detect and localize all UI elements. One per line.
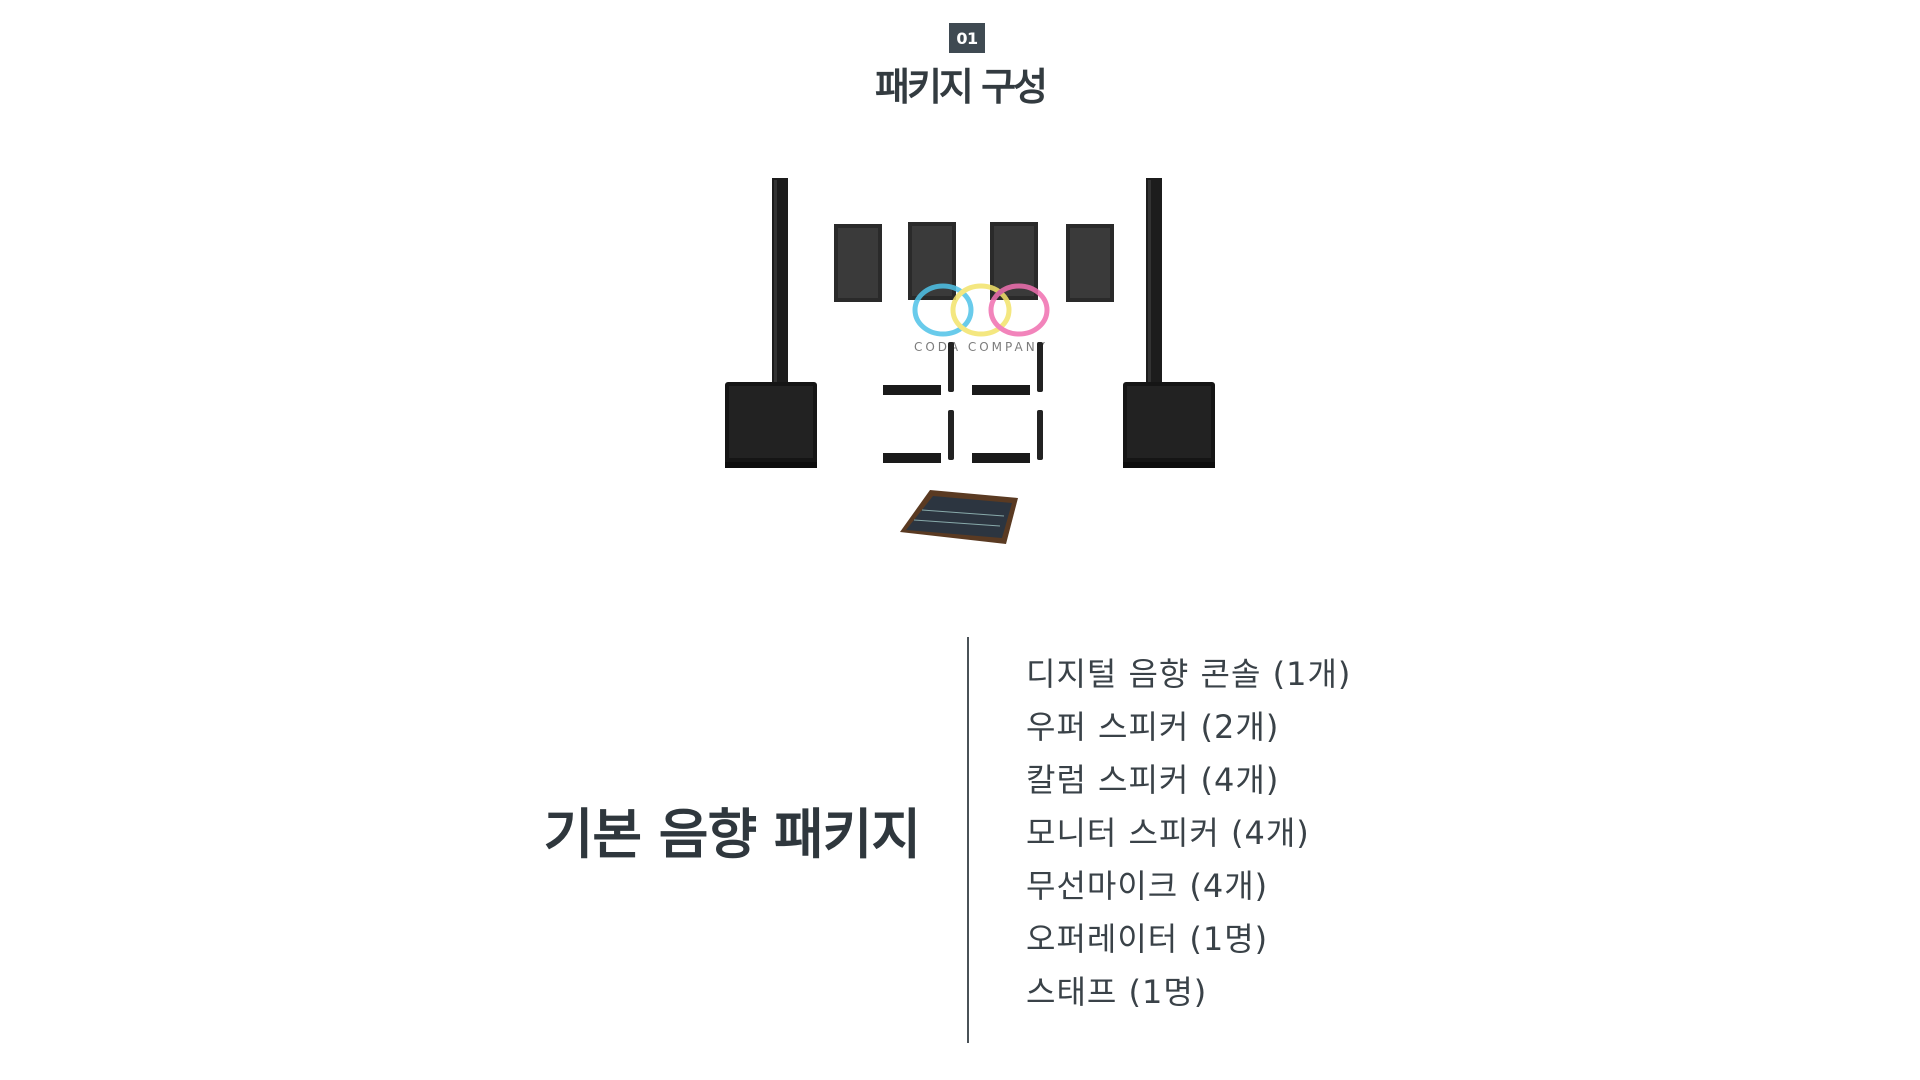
package-item: 오퍼레이터 (1명)	[1026, 920, 1269, 958]
package-item: 칼럼 스피커 (4개)	[1026, 761, 1280, 799]
package-item-list: 디지털 음향 콘솔 (1개) 우퍼 스피커 (2개) 칼럼 스피커 (4개) 모…	[1026, 648, 1351, 1019]
package-item: 스태프 (1명)	[1026, 973, 1208, 1011]
divider	[967, 637, 969, 1043]
coda-company-logo: CODA COMPANY	[912, 283, 1050, 354]
equipment-image: CODA COMPANY	[725, 178, 1215, 544]
wireless-microphones	[883, 342, 1043, 463]
svg-text:CODA COMPANY: CODA COMPANY	[914, 340, 1048, 354]
package-item: 디지털 음향 콘솔 (1개)	[1026, 655, 1352, 693]
package-item: 우퍼 스피커 (2개)	[1026, 708, 1280, 746]
section-title: 패키지 구성	[874, 65, 1048, 109]
column-speaker-left	[725, 178, 817, 468]
section-number-badge: 01	[949, 23, 985, 53]
package-item: 모니터 스피커 (4개)	[1026, 814, 1310, 852]
digital-console	[900, 490, 1018, 544]
monitor-speakers	[834, 222, 1114, 302]
column-speaker-right	[1123, 178, 1215, 468]
package-title: 기본 음향 패키지	[543, 803, 921, 866]
package-item: 무선마이크 (4개)	[1026, 867, 1269, 905]
